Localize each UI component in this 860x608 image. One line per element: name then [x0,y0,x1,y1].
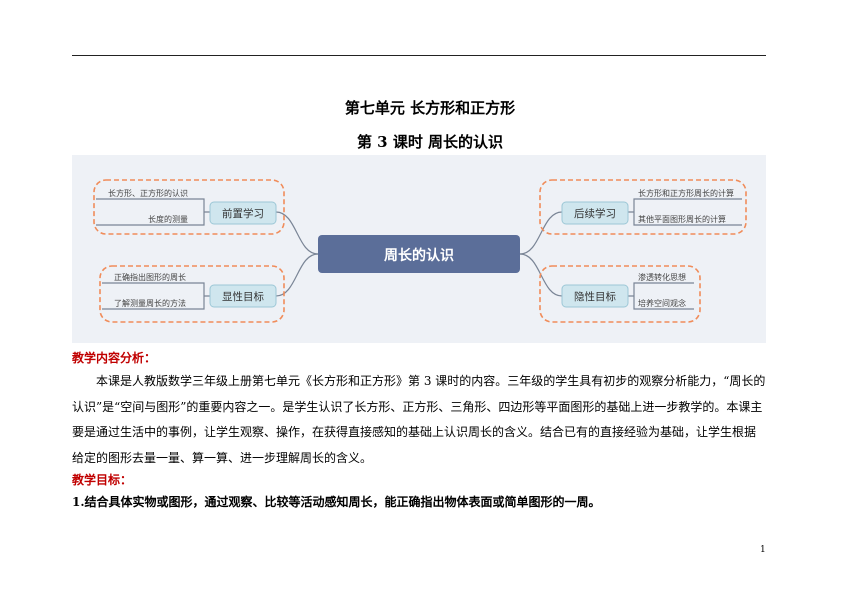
header-rule [72,55,766,56]
branch-follow-label: 后续学习 [574,207,616,220]
branch-prior [209,201,277,225]
leaf-item: 长方形和正方形周长的计算 [638,188,734,198]
leaf-item: 正确指出图形的周长 [114,272,186,282]
lesson-title: 第 3 课时 周长的认识 [356,133,504,151]
teaching-goal-1: 1.结合具体实物或图形，通过观察、比较等活动感知周长，能正确指出物体表面或简单图… [72,495,601,509]
group-explicit [99,265,285,323]
unit-title: 第七单元 长方形和正方形 [344,99,516,117]
group-follow [539,179,747,235]
section-heading-content-analysis: 教学内容分析： [72,351,157,365]
connector-follow [519,211,563,255]
connector-prior [275,211,319,255]
branch-explicit-label: 显性目标 [222,290,264,303]
leaf-item: 其他平面图形周长的计算 [638,214,726,224]
group-prior [93,179,285,235]
branch-prior-label: 前置学习 [222,207,264,220]
leaf-item: 长方形、正方形的认识 [108,188,188,198]
branch-implicit [561,284,629,308]
content-analysis-paragraph: 本课是人教版数学三年级上册第七单元《长方形和正方形》第 3 课时的内容。三年级的… [72,374,766,465]
branch-explicit [209,284,277,308]
group-implicit [539,265,701,323]
page-number: 1 [760,545,766,555]
center-label: 周长的认识 [384,247,454,264]
leaf-item: 渗透转化思想 [638,272,686,282]
connector-explicit [275,253,319,297]
branch-implicit-label: 隐性目标 [574,290,616,303]
leaf-item: 长度的测量 [148,214,188,224]
mind-map: 周长的认识 前置学习 后续学习 显性目标 隐性目标 长方形、正方形的认识 长度的… [72,155,766,343]
branch-follow [561,201,629,225]
section-heading-teaching-goals: 教学目标： [72,473,133,487]
center-node [318,235,520,273]
leaf-item: 了解测量周长的方法 [114,298,186,308]
leaf-item: 培养空间观念 [638,298,686,308]
